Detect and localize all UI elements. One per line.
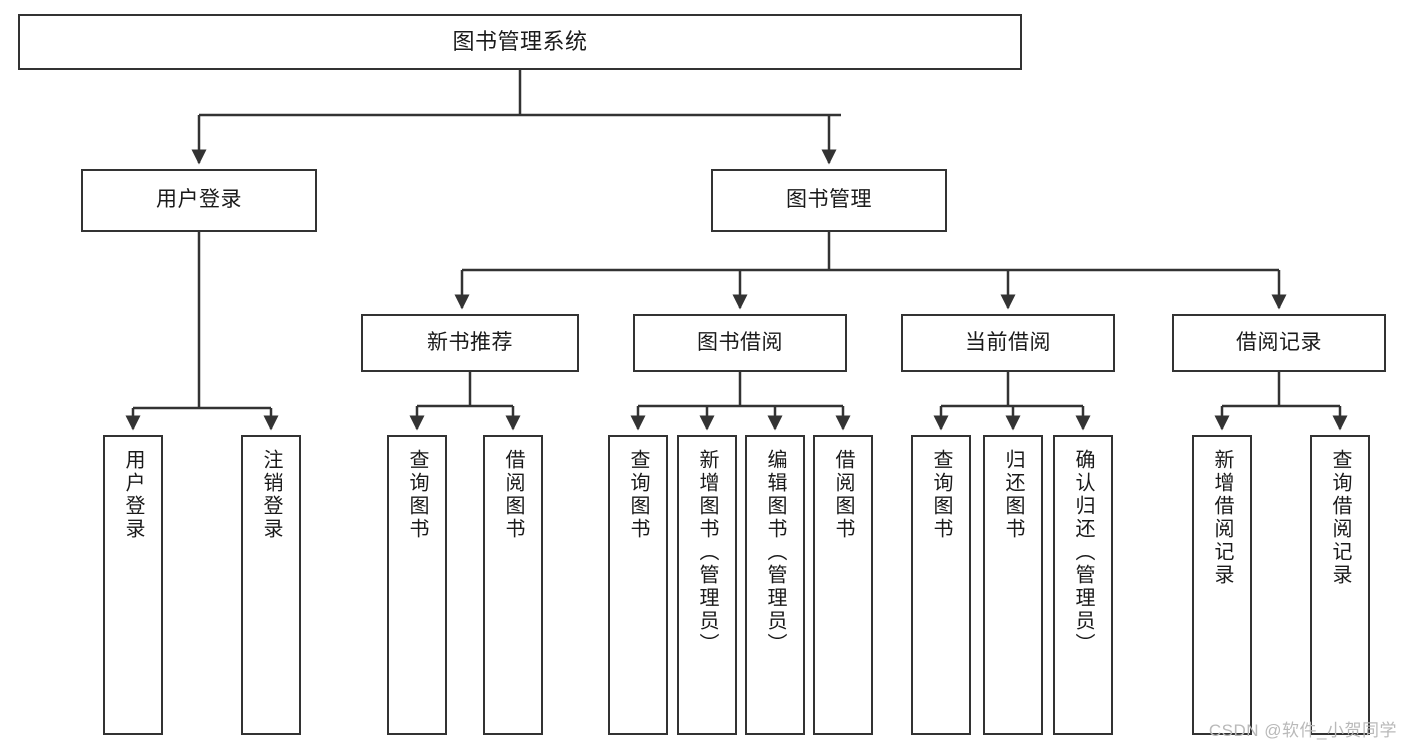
node-label: 借阅图书 bbox=[832, 449, 854, 541]
node-label: 用户登录 bbox=[156, 188, 242, 212]
node-label: 查询借阅记录 bbox=[1329, 449, 1351, 587]
node-leaf-query-book-recommend[interactable]: 查询图书 bbox=[387, 435, 447, 735]
node-leaf-add-book-admin[interactable]: 新增图书（管理员） bbox=[677, 435, 737, 735]
node-label: 查询图书 bbox=[406, 449, 428, 541]
node-label: 查询图书 bbox=[930, 449, 952, 541]
watermark-text: CSDN @软件_小贺同学 bbox=[1208, 721, 1397, 740]
node-leaf-logout[interactable]: 注销登录 bbox=[241, 435, 301, 735]
node-leaf-borrow-book-recommend[interactable]: 借阅图书 bbox=[483, 435, 543, 735]
node-leaf-query-book-borrow[interactable]: 查询图书 bbox=[608, 435, 668, 735]
node-label: 用户登录 bbox=[122, 449, 144, 541]
node-leaf-query-book-current[interactable]: 查询图书 bbox=[911, 435, 971, 735]
node-borrow-record[interactable]: 借阅记录 bbox=[1172, 314, 1386, 372]
node-new-book-recommend[interactable]: 新书推荐 bbox=[361, 314, 579, 372]
node-label: 图书管理系统 bbox=[452, 29, 588, 55]
node-book-borrow[interactable]: 图书借阅 bbox=[633, 314, 847, 372]
node-label: 新增图书（管理员） bbox=[696, 449, 718, 656]
node-label: 图书管理 bbox=[786, 188, 872, 212]
node-leaf-user-login[interactable]: 用户登录 bbox=[103, 435, 163, 735]
node-current-borrow[interactable]: 当前借阅 bbox=[901, 314, 1115, 372]
node-label: 借阅图书 bbox=[502, 449, 524, 541]
node-label: 归还图书 bbox=[1002, 449, 1024, 541]
node-label: 编辑图书（管理员） bbox=[764, 449, 786, 656]
node-leaf-borrow-book[interactable]: 借阅图书 bbox=[813, 435, 873, 735]
node-label: 新书推荐 bbox=[427, 330, 513, 354]
node-leaf-confirm-return-admin[interactable]: 确认归还（管理员） bbox=[1053, 435, 1113, 735]
node-label: 图书借阅 bbox=[697, 330, 783, 354]
node-label: 确认归还（管理员） bbox=[1072, 449, 1094, 656]
node-user-login[interactable]: 用户登录 bbox=[81, 169, 317, 232]
node-leaf-return-book[interactable]: 归还图书 bbox=[983, 435, 1043, 735]
node-root-system[interactable]: 图书管理系统 bbox=[18, 14, 1022, 70]
node-leaf-query-borrow-record[interactable]: 查询借阅记录 bbox=[1310, 435, 1370, 735]
node-leaf-add-borrow-record[interactable]: 新增借阅记录 bbox=[1192, 435, 1252, 735]
node-label: 新增借阅记录 bbox=[1211, 449, 1233, 587]
node-label: 借阅记录 bbox=[1236, 330, 1322, 354]
node-book-management[interactable]: 图书管理 bbox=[711, 169, 947, 232]
node-label: 注销登录 bbox=[260, 449, 282, 541]
node-label: 当前借阅 bbox=[965, 330, 1051, 354]
node-leaf-edit-book-admin[interactable]: 编辑图书（管理员） bbox=[745, 435, 805, 735]
node-label: 查询图书 bbox=[627, 449, 649, 541]
